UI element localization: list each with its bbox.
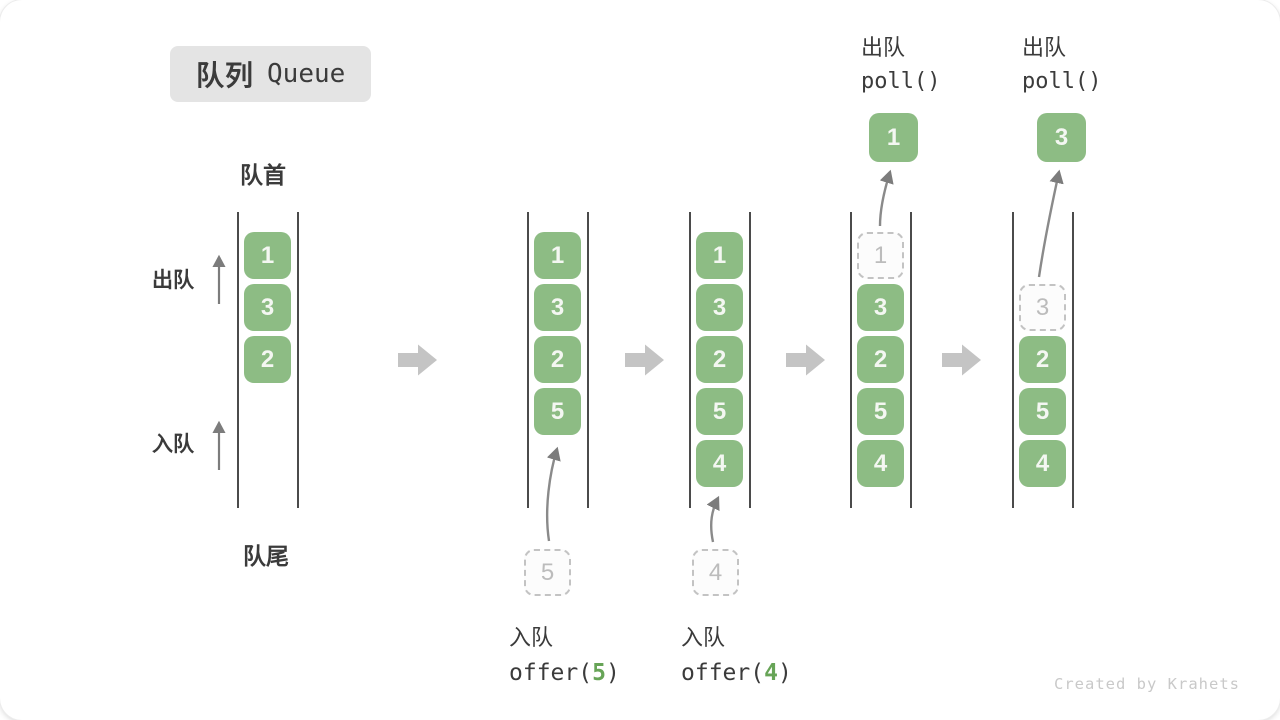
operation-code: offer(5) [509,660,620,686]
queue-cell: 3 [244,284,291,331]
transition-arrow-icon [398,344,437,376]
operation-enqueue-5: 入队 offer(5) [509,620,620,686]
operation-dequeue-1: 出队 poll() [861,30,940,94]
operation-dequeue-2: 出队 poll() [1022,30,1101,94]
queue-cell-removed: 3 [1019,284,1066,331]
dequeue-side-label: 出队 [152,269,194,292]
queue-cell: 1 [244,232,291,279]
queue-cell: 3 [696,284,743,331]
queue-cell: 5 [1019,388,1066,435]
operation-label: 入队 [509,625,554,650]
transition-arrow-icon [942,344,981,376]
code-arg: 4 [764,660,778,686]
operation-code: poll() [861,69,941,94]
watermark: Created by Krahets [1054,675,1240,693]
queue-cell: 4 [857,440,904,487]
incoming-element: 5 [524,549,571,596]
title-badge: 队列 Queue [170,46,372,102]
title-en: Queue [267,59,346,89]
queue-cell: 2 [857,336,904,383]
queue-state-5: 3 2 5 4 [1012,212,1074,508]
transition-arrow-icon [786,344,825,376]
queue-cell: 1 [696,232,743,279]
queue-state-2: 1 3 2 5 [527,212,589,508]
code-text: offer( [509,660,593,686]
queue-cell: 1 [534,232,581,279]
queue-state-3: 1 3 2 5 4 [689,212,751,508]
operation-label: 入队 [681,625,726,650]
queue-cell: 5 [534,388,581,435]
transition-arrow-icon [625,344,664,376]
operation-label: 出队 [861,35,906,60]
code-text: ) [605,660,620,686]
code-text: offer( [681,660,765,686]
code-arg: 5 [592,660,606,686]
title-zh: 队列 [196,60,255,91]
queue-cell-removed: 1 [857,232,904,279]
queue-cell: 2 [1019,336,1066,383]
queue-cell: 5 [696,388,743,435]
operation-label: 出队 [1022,35,1067,60]
queue-rear-label: 队尾 [243,543,289,569]
queue-cell: 3 [534,284,581,331]
queue-cell: 4 [1019,440,1066,487]
operation-code: offer(4) [681,660,792,686]
queue-front-label: 队首 [240,162,286,188]
code-text: ) [777,660,792,686]
queue-cell: 3 [857,284,904,331]
queue-cell: 2 [696,336,743,383]
queue-state-1: 1 3 2 [237,212,299,508]
operation-enqueue-4: 入队 offer(4) [681,620,792,686]
queue-cell: 2 [244,336,291,383]
queue-cell: 4 [696,440,743,487]
queue-cell: 2 [534,336,581,383]
enqueue-side-label: 入队 [152,433,194,456]
popped-element: 1 [869,113,918,162]
operation-code: poll() [1022,69,1102,94]
queue-cell: 5 [857,388,904,435]
queue-state-4: 1 3 2 5 4 [850,212,912,508]
popped-element: 3 [1037,113,1086,162]
incoming-element: 4 [692,549,739,596]
